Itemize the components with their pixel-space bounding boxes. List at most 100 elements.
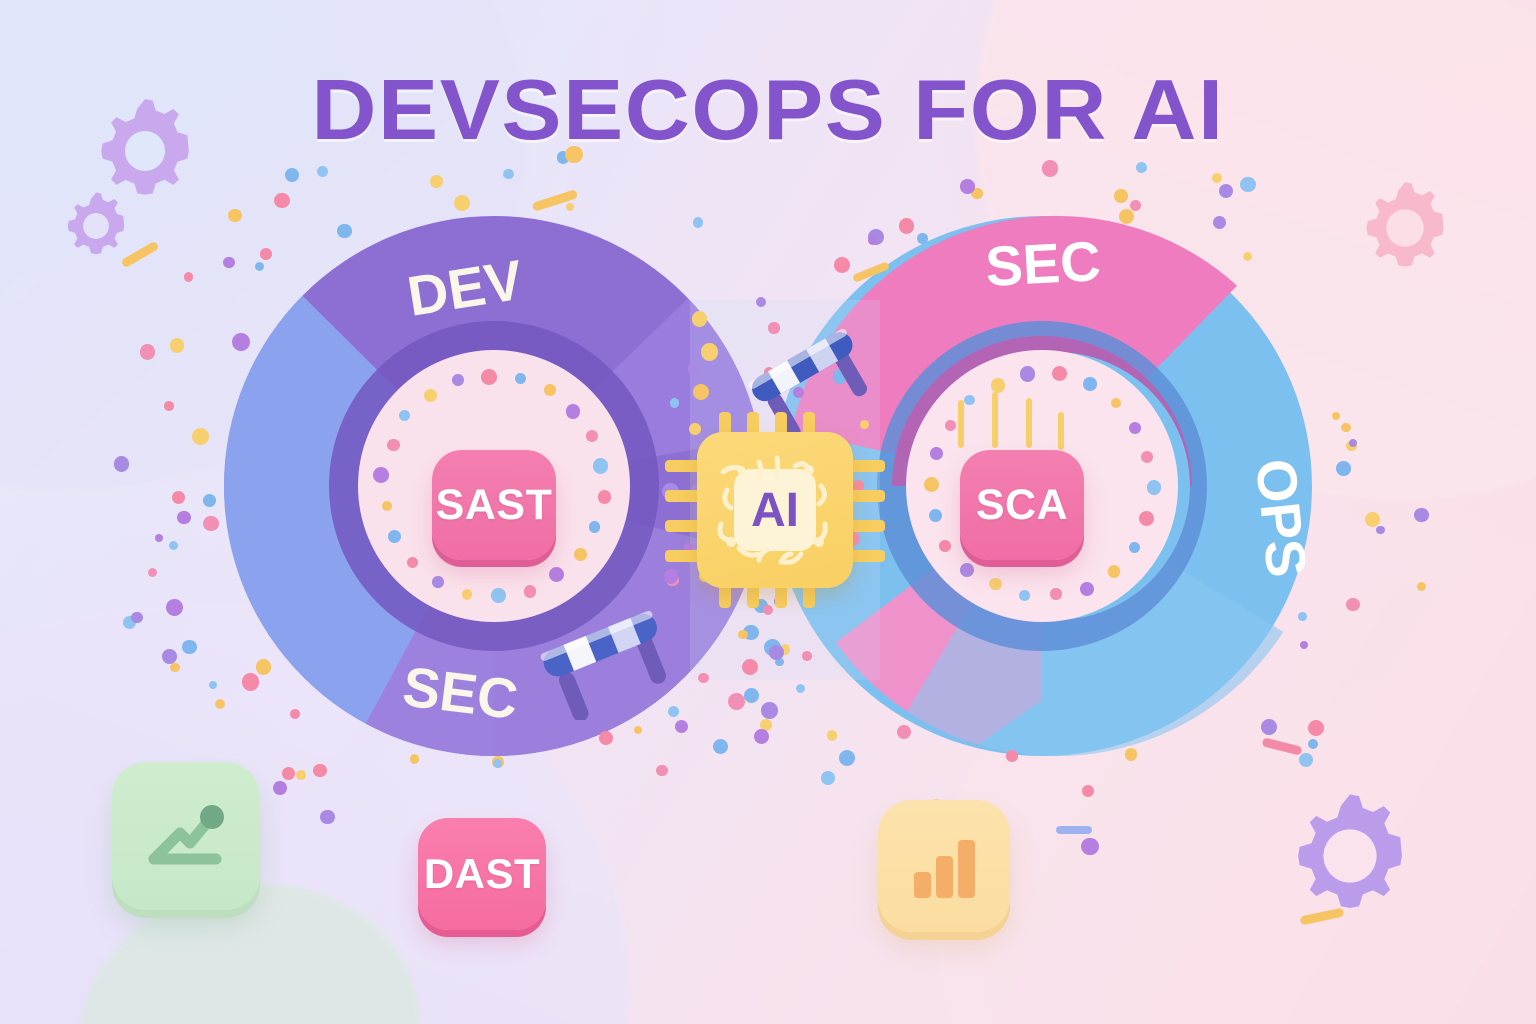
confetti-dash (1056, 826, 1092, 834)
ai-chip[interactable]: AI (665, 412, 885, 608)
confetti-dot (1299, 752, 1314, 767)
confetti-dot (760, 718, 773, 732)
confetti-dot (762, 604, 773, 615)
confetti-dot (1052, 366, 1068, 382)
confetti-dot (592, 458, 609, 474)
confetti-dot (960, 562, 975, 577)
confetti-dot (867, 236, 878, 246)
confetti-dot (688, 363, 700, 375)
confetti-dot (1341, 422, 1351, 433)
badge-sast[interactable]: SAST (432, 450, 556, 560)
chip-pin (849, 490, 885, 502)
confetti-dot (1211, 172, 1222, 183)
confetti-dot (1332, 411, 1341, 420)
badge-metrics[interactable] (878, 800, 1010, 932)
confetti-dot (792, 386, 804, 398)
confetti-dot (1219, 184, 1233, 199)
confetti-dot (633, 725, 642, 734)
chip-pin (665, 490, 701, 502)
confetti-dot (693, 383, 710, 400)
confetti-dash (992, 392, 998, 448)
chip-pin (747, 412, 759, 438)
loop-label-ops: OPS (1244, 456, 1319, 580)
confetti-dot (202, 494, 216, 508)
confetti-dot (430, 175, 443, 188)
confetti-dot (1346, 597, 1360, 612)
bar-chart-icon (914, 840, 975, 898)
confetti-dot (1050, 588, 1062, 600)
confetti-dot (656, 764, 668, 776)
chip-pin (803, 412, 815, 438)
badge-monitoring[interactable] (112, 762, 260, 910)
confetti-dot (295, 770, 306, 781)
confetti-dot (514, 372, 527, 385)
confetti-dot (273, 781, 287, 796)
confetti-dot (698, 672, 709, 684)
gear-icon (58, 188, 134, 264)
chip-pin (849, 550, 885, 562)
gear-icon (86, 92, 204, 210)
confetti-dot (1135, 161, 1148, 174)
confetti-dot (1336, 461, 1351, 477)
confetti-dot (172, 490, 185, 504)
confetti-dot (191, 427, 209, 445)
confetti-dot (409, 753, 420, 764)
confetti-dot (432, 576, 444, 588)
confetti-dot (574, 548, 588, 562)
confetti-dot (1300, 641, 1309, 650)
chip-pin (747, 582, 759, 608)
loop-label-sec-left: SEC (399, 654, 521, 731)
confetti-dot (929, 446, 943, 460)
confetti-dash (1058, 412, 1064, 450)
confetti-dot (917, 233, 928, 244)
confetti-dot (1240, 176, 1256, 193)
confetti-dot (1019, 590, 1030, 601)
badge-sca[interactable]: SCA (960, 450, 1084, 560)
confetti-dot (971, 187, 983, 200)
confetti-dot (1414, 507, 1429, 523)
confetti-dot (727, 693, 745, 711)
confetti-dot (588, 521, 601, 533)
confetti-dot (1006, 750, 1018, 762)
confetti-dot (667, 705, 679, 718)
confetti-dot (214, 698, 226, 710)
confetti-dot (148, 567, 158, 577)
chip-pin (665, 550, 701, 562)
confetti-dot (113, 456, 130, 472)
confetti-dot (897, 725, 912, 740)
badge-dast[interactable]: DAST (418, 818, 546, 930)
confetti-dot (255, 659, 272, 675)
confetti-dot (1118, 208, 1134, 225)
confetti-dot (1141, 450, 1154, 463)
confetti-dot (461, 589, 473, 600)
confetti-dot (162, 649, 178, 665)
confetti-dot (203, 515, 219, 532)
confetti-dot (944, 419, 957, 432)
confetti-dot (386, 438, 400, 452)
confetti-dot (491, 588, 507, 603)
confetti-dot (1348, 438, 1358, 448)
confetti-dot (775, 658, 784, 667)
confetti-dot (209, 680, 218, 689)
confetti-dot (241, 673, 259, 691)
confetti-dot (313, 763, 328, 778)
chip-pin (665, 460, 701, 472)
confetti-dot (1307, 738, 1319, 750)
confetti-dot (923, 476, 939, 492)
confetti-dot (284, 167, 300, 183)
chip-pin (719, 582, 731, 608)
confetti-dot (1138, 510, 1155, 526)
confetti-dot (481, 369, 498, 386)
confetti-dot (1146, 480, 1162, 495)
confetti-dot (566, 203, 575, 212)
confetti-dot (503, 168, 515, 180)
confetti-dot (154, 534, 164, 543)
confetti-dot (1261, 718, 1278, 735)
confetti-dot (820, 770, 835, 786)
confetti-dot (548, 567, 565, 583)
confetti-dot (753, 728, 770, 745)
confetti-dot (139, 344, 156, 360)
confetti-dot (989, 577, 1002, 591)
confetti-dot (452, 374, 464, 386)
confetti-dot (964, 394, 975, 406)
